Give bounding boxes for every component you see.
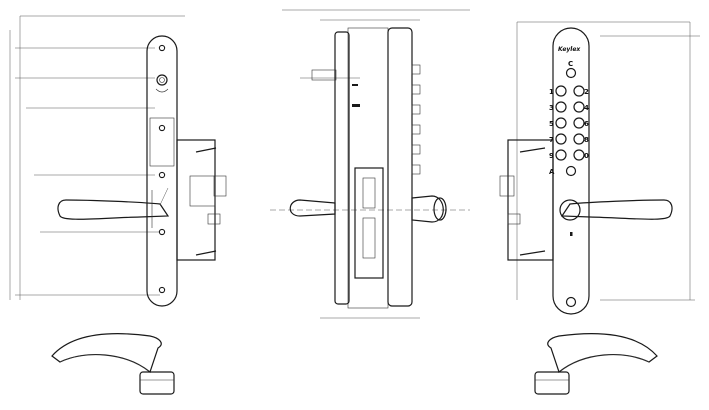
- key-label-6: 6: [584, 120, 589, 128]
- indicator-window: [156, 74, 168, 86]
- key-label-c: C: [568, 60, 573, 68]
- lever-profile-left: [51, 333, 175, 395]
- brand-logo: Keylex: [558, 46, 581, 53]
- back-mortise: [507, 139, 554, 261]
- key-label-8: 8: [584, 136, 589, 144]
- lever-profile-right: [534, 333, 658, 395]
- side-view: [270, 9, 470, 319]
- key-3: [555, 101, 567, 113]
- keypad-plate: [552, 27, 590, 315]
- key-label-3: 3: [549, 104, 554, 112]
- key-9: [555, 149, 567, 161]
- key-button-profiles: [411, 64, 421, 175]
- key-6: [573, 117, 585, 129]
- mortise-body: [176, 139, 216, 261]
- screw-icons: [158, 44, 166, 294]
- key-2: [573, 85, 585, 97]
- key-label-9: 9: [549, 152, 554, 160]
- key-c: [565, 67, 577, 79]
- key-label-4: 4: [584, 104, 589, 112]
- key-8: [573, 133, 585, 145]
- key-5: [555, 117, 567, 129]
- front-view: [9, 15, 227, 307]
- back-view: Keylex 1 3 5 7 9 2 4 6 8 0 C A: [499, 21, 700, 315]
- side-mortise: [354, 167, 384, 279]
- keypad: [555, 67, 585, 177]
- key-label-a: A: [549, 168, 555, 176]
- key-label-1: 1: [549, 88, 554, 96]
- key-1: [555, 85, 567, 97]
- key-4: [573, 101, 585, 113]
- key-7: [555, 133, 567, 145]
- lever-handle: [57, 199, 170, 220]
- key-label-2: 2: [584, 88, 589, 96]
- back-lever-handle: [560, 199, 673, 220]
- escutcheon-plate: [146, 35, 178, 307]
- key-0: [573, 149, 585, 161]
- key-label-5: 5: [549, 120, 554, 128]
- key-label-0: 0: [584, 152, 589, 160]
- key-a: [565, 165, 577, 177]
